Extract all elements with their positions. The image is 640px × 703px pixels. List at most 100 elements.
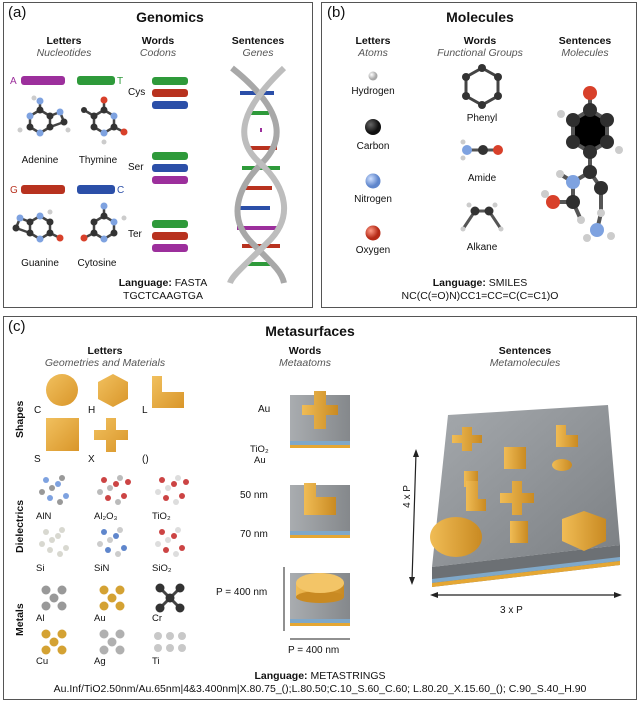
group-name-amide: Amide <box>467 173 497 184</box>
codon-ter-label: Ter <box>128 229 142 240</box>
dielectric-crystals <box>39 475 189 557</box>
dielectric-label-tio2: TiO₂ <box>152 511 171 522</box>
dna-helix-icon <box>227 65 288 285</box>
metal-label-al: Al <box>36 613 45 624</box>
crystal-tio2-icon <box>155 475 189 505</box>
panel-c-label: (c) <box>8 318 26 335</box>
shape-hexagon-icon <box>98 374 128 407</box>
nucleotide-letter-a: A <box>10 76 17 87</box>
panel-a-sequence: TGCTCAAGTGA <box>123 290 203 302</box>
metaatom-label-50nm: 50 nm <box>240 490 268 501</box>
crystal-sin-icon <box>97 527 127 557</box>
crystal-aln-icon <box>39 475 69 505</box>
metaatom-label-au-bottom: Au <box>254 455 266 466</box>
nucleotide-name-guanine: Guanine <box>21 258 59 269</box>
metamolecule-height-label: 4 x P <box>401 485 413 508</box>
dielectric-label-sio2: SiO₂ <box>152 563 172 574</box>
crystal-sio2-icon <box>155 527 185 557</box>
metal-lattices <box>41 583 186 655</box>
shape-tiles <box>46 374 184 452</box>
panel-b-language-name: SMILES <box>488 277 528 289</box>
metaatom-label-70nm: 70 nm <box>240 529 268 540</box>
nucleotide-letter-t: T <box>117 76 124 87</box>
nucleotide-name-cytosine: Cytosine <box>77 258 117 269</box>
codon-bars <box>152 77 188 252</box>
shape-label-h: H <box>88 405 96 416</box>
shape-label-c: C <box>34 405 42 416</box>
dielectric-label-aln: AlN <box>36 511 52 522</box>
metal-label-cu: Cu <box>36 656 49 667</box>
metaatom-label-au: Au <box>258 404 271 415</box>
metaatom-circle-icon <box>290 573 350 626</box>
lattice-ag-icon <box>99 629 125 655</box>
amide-group-icon <box>460 139 503 161</box>
metamolecule-width-label: 3 x P <box>500 605 523 616</box>
dielectric-label-si: Si <box>36 563 45 574</box>
group-name-alkane: Alkane <box>466 242 498 253</box>
codon-cys-label: Cys <box>128 87 146 98</box>
shape-label-l: L <box>142 405 148 416</box>
panel-b-label: (b) <box>327 4 346 21</box>
nucleotide-name-adenine: Adenine <box>21 155 59 166</box>
panel-b-title: Molecules <box>446 9 514 25</box>
nucleotide-letter-c: C <box>117 185 125 196</box>
metal-label-cr: Cr <box>152 613 163 624</box>
cytosine-molecule-icon <box>80 202 127 243</box>
thymine-molecule-icon <box>81 96 128 145</box>
phenyl-group-icon <box>462 64 502 109</box>
codon-ser-label: Ser <box>128 162 144 173</box>
carbon-atom-icon <box>365 119 381 135</box>
metal-label-ag: Ag <box>94 656 106 667</box>
nucleotide-bars <box>21 76 115 194</box>
atom-name-carbon: Carbon <box>356 141 390 152</box>
metal-label-au: Au <box>94 613 106 624</box>
panel-b-language: Language: SMILES NC(C(=O)N)CC1=CC=C(C=C1… <box>401 277 559 302</box>
lattice-cu-icon <box>41 629 67 655</box>
oxygen-atom-icon <box>365 225 381 241</box>
lattice-au-icon <box>99 585 125 611</box>
alkane-group-icon <box>460 202 504 232</box>
side-label-dielectrics: Dielectrics <box>14 499 26 553</box>
side-label-metals: Metals <box>14 603 26 636</box>
atom-name-hydrogen: Hydrogen <box>351 86 395 97</box>
metaatom-stack <box>283 391 350 640</box>
panel-a-title: Genomics <box>136 9 204 25</box>
adenine-molecule-icon <box>17 95 71 137</box>
metal-label-ti: Ti <box>152 656 160 667</box>
side-label-shapes: Shapes <box>14 400 26 438</box>
panel-c-sequence: Au.Inf/TiO2.50nm/Au.65nm|4&3.400nm|X.80.… <box>53 683 587 695</box>
panel-a-label: (a) <box>8 4 27 21</box>
shape-label-empty: () <box>142 454 149 465</box>
hydrogen-atom-icon <box>368 71 378 81</box>
lattice-cr-icon <box>155 583 185 613</box>
shape-l-icon <box>152 376 184 408</box>
crystal-si-icon <box>39 527 69 557</box>
metaatom-label-period-bottom: P = 400 nm <box>288 645 340 656</box>
nucleotide-name-thymine: Thymine <box>78 155 118 166</box>
molecule-structure-icon <box>541 86 623 242</box>
crystal-al2o3-icon <box>97 475 131 505</box>
panel-c-language-name: METASTRINGS <box>310 670 386 682</box>
group-name-phenyl: Phenyl <box>466 113 498 124</box>
dielectric-label-al2o3: Al₂O₃ <box>94 511 118 522</box>
nucleotide-letter-g: G <box>10 185 18 196</box>
shape-square-icon <box>46 418 79 451</box>
shape-circle-icon <box>46 374 78 406</box>
lattice-al-icon <box>41 585 67 611</box>
dielectric-label-sin: SiN <box>94 563 110 574</box>
nitrogen-atom-icon <box>365 173 381 189</box>
lattice-ti-icon <box>154 632 186 652</box>
metaatom-l-icon <box>290 483 350 538</box>
shape-label-s: S <box>34 454 41 465</box>
shape-label-x: X <box>88 454 95 465</box>
atom-name-nitrogen: Nitrogen <box>354 194 392 205</box>
metaatom-label-tio2: TiO₂ <box>250 444 269 455</box>
panel-a-language-name: FASTA <box>174 277 208 289</box>
panel-b-sequence: NC(C(=O)N)CC1=CC=C(C=C1)O <box>401 290 559 302</box>
